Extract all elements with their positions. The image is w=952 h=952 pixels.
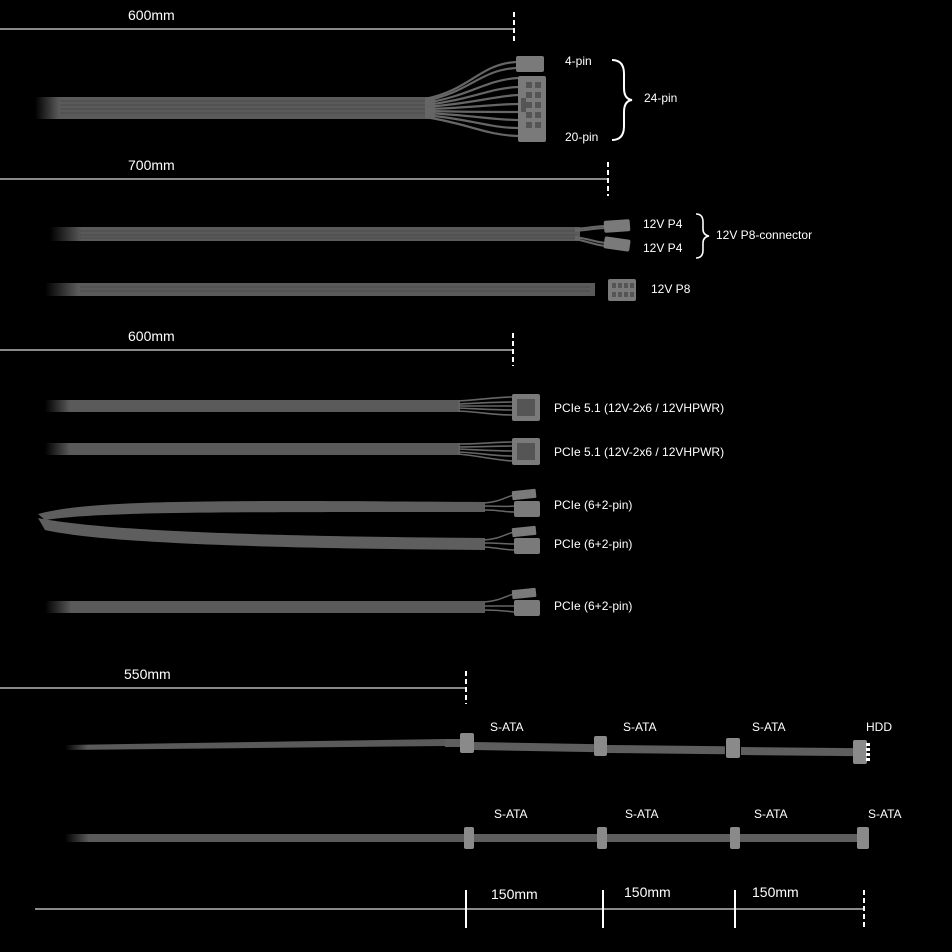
pcie-hpwr-cable-1: [45, 394, 540, 421]
p4-connector-bottom: [603, 236, 631, 252]
rule-cpu: [0, 162, 609, 196]
atx-20pin-label: 20-pin: [565, 130, 599, 144]
rule-sata: [0, 671, 467, 704]
pcie-hpwr-label-1: PCIe 5.1 (12V-2x6 / 12VHPWR): [554, 401, 725, 415]
pcie-62-label-2: PCIe (6+2-pin): [554, 537, 633, 551]
atx-24pin-label: 24-pin: [644, 91, 678, 105]
sata1-hdd-label: HDD: [866, 720, 892, 734]
spacing-label-1: 150mm: [491, 886, 538, 902]
pcie-connector-2: [514, 538, 540, 554]
sata2-label-1: S-ATA: [494, 807, 528, 821]
sata1-label-1: S-ATA: [490, 720, 524, 734]
p8-group-label: 12V P8-connector: [716, 228, 813, 242]
p8-label: 12V P8: [651, 282, 691, 296]
rule-pcie: [0, 333, 514, 366]
pcie-length-label: 600mm: [128, 328, 175, 344]
pcie-62-label-1: PCIe (6+2-pin): [554, 498, 633, 512]
pcie-62-cable-double: [38, 488, 540, 554]
sata1-label-2: S-ATA: [623, 720, 657, 734]
rule-atx: [0, 12, 515, 44]
atx-4pin-label: 4-pin: [565, 54, 592, 68]
p8-connector: [608, 279, 636, 301]
cpu-length-label: 700mm: [128, 157, 175, 173]
pcie-hpwr-cable-2: [45, 438, 540, 465]
p4-top-label: 12V P4: [643, 217, 683, 231]
pcie-connector-3: [514, 600, 540, 616]
p4-bottom-label: 12V P4: [643, 241, 683, 255]
cpu-brace: [695, 213, 710, 259]
p4-connector-top: [603, 219, 631, 233]
atx-length-label: 600mm: [128, 7, 175, 23]
pcie-hpwr-label-2: PCIe 5.1 (12V-2x6 / 12VHPWR): [554, 445, 725, 459]
sata2-label-4: S-ATA: [868, 807, 902, 821]
pcie-62-label-3: PCIe (6+2-pin): [554, 599, 633, 613]
sata2-label-2: S-ATA: [625, 807, 659, 821]
sata-cable-1: [65, 733, 870, 764]
rule-sata-spacing: [35, 890, 865, 928]
sata2-label-3: S-ATA: [754, 807, 788, 821]
spacing-label-3: 150mm: [752, 884, 799, 900]
pcie-62-cable-single: [45, 587, 540, 616]
spacing-label-2: 150mm: [624, 884, 671, 900]
sata-length-label: 550mm: [124, 666, 171, 682]
cpu-p4-cable: [50, 213, 710, 259]
pcie-connector-1: [514, 501, 540, 517]
atx-4pin-connector: [516, 56, 544, 72]
atx-cable: [35, 56, 633, 142]
sata-cable-2: [65, 827, 869, 849]
atx-brace: [611, 59, 633, 141]
cpu-p8-cable: [45, 279, 636, 301]
sata1-label-3: S-ATA: [752, 720, 786, 734]
